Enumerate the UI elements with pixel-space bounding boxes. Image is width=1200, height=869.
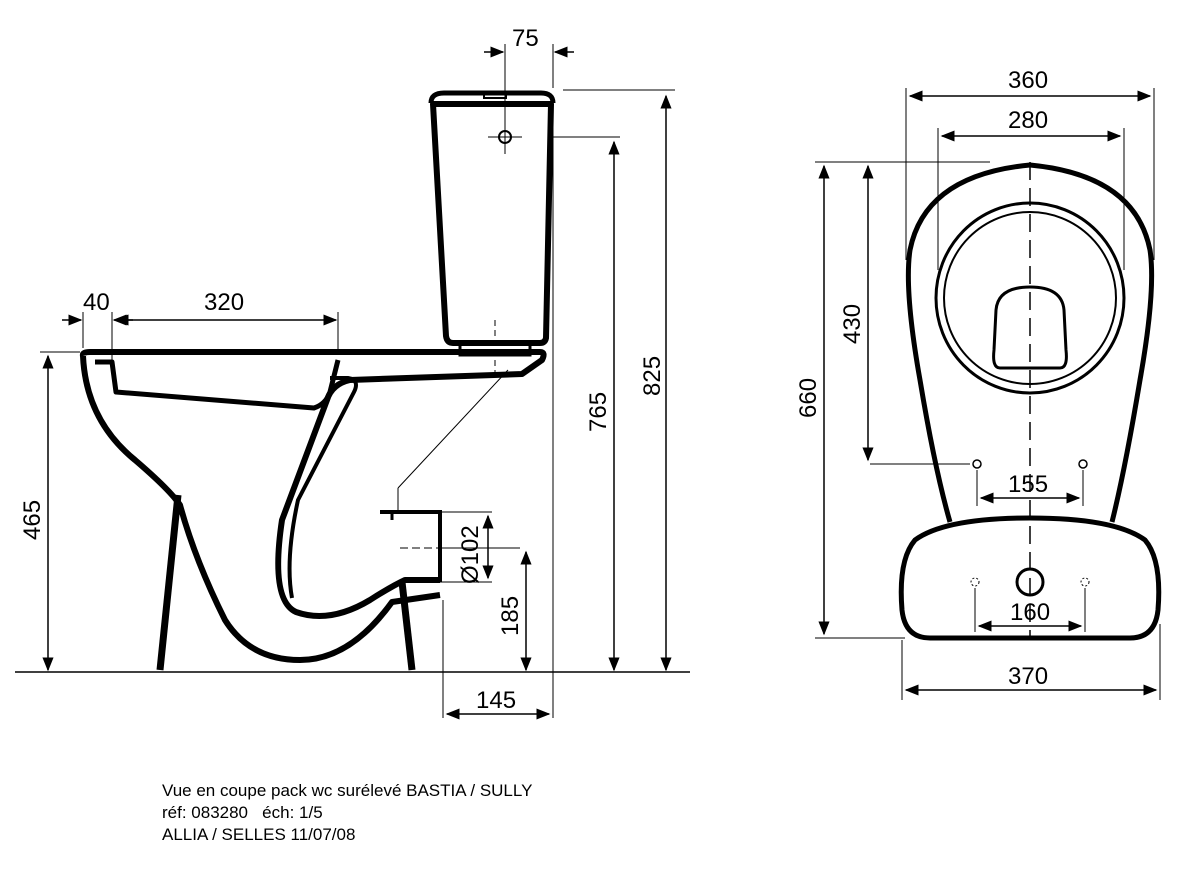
rear-leg [398, 581, 416, 671]
dim-label-825: 825 [639, 356, 666, 396]
outlet-pipe [380, 510, 442, 582]
bowl-inner-rim [95, 359, 341, 411]
dim-label-75: 75 [512, 25, 539, 52]
trap-inner [287, 376, 358, 599]
floor-fixing-hole-right [1080, 577, 1090, 587]
seat-fixing-hole-right [1078, 459, 1088, 469]
dim-label-360: 360 [1008, 67, 1048, 94]
dim-label-320: 320 [204, 289, 244, 316]
top-view-labels: 360 280 430 660 155 160 370 [795, 67, 1050, 690]
bowl-outer [79, 349, 547, 619]
side-view-labels: 75 40 320 465 765 825 Ø102 185 145 [19, 25, 666, 714]
seat-fixing-hole-left [972, 459, 982, 469]
dim-label-160: 160 [1010, 599, 1050, 626]
bowl-front-wall [80, 355, 441, 663]
dim-label-185: 185 [497, 596, 524, 636]
dim-label-765: 765 [585, 392, 612, 432]
dim-label-465: 465 [19, 500, 46, 540]
base-outline-top [898, 515, 1162, 641]
dim-label-40: 40 [83, 289, 110, 316]
dim-label-280: 280 [1008, 107, 1048, 134]
drawing-caption: Vue en coupe pack wc surélevé BASTIA / S… [162, 780, 532, 846]
dim-label-430: 430 [839, 304, 866, 344]
dim-label-diameter-102: Ø102 [457, 525, 484, 584]
cistern-body [430, 101, 554, 346]
dim-label-660: 660 [795, 378, 822, 418]
caption-reference: réf: 083280 éch: 1/5 [162, 803, 323, 822]
water-area [992, 285, 1068, 370]
floor-fixing-hole-left [970, 577, 980, 587]
side-view [15, 44, 690, 720]
dim-label-145: 145 [476, 687, 516, 714]
caption-title: Vue en coupe pack wc surélevé BASTIA / S… [162, 781, 533, 800]
dim-label-155: 155 [1008, 471, 1048, 498]
top-view [815, 88, 1162, 700]
caption-author-date: ALLIA / SELLES 11/07/08 [162, 825, 356, 844]
flush-button [483, 91, 507, 99]
dim-label-370: 370 [1008, 663, 1048, 690]
front-leg [156, 494, 182, 671]
